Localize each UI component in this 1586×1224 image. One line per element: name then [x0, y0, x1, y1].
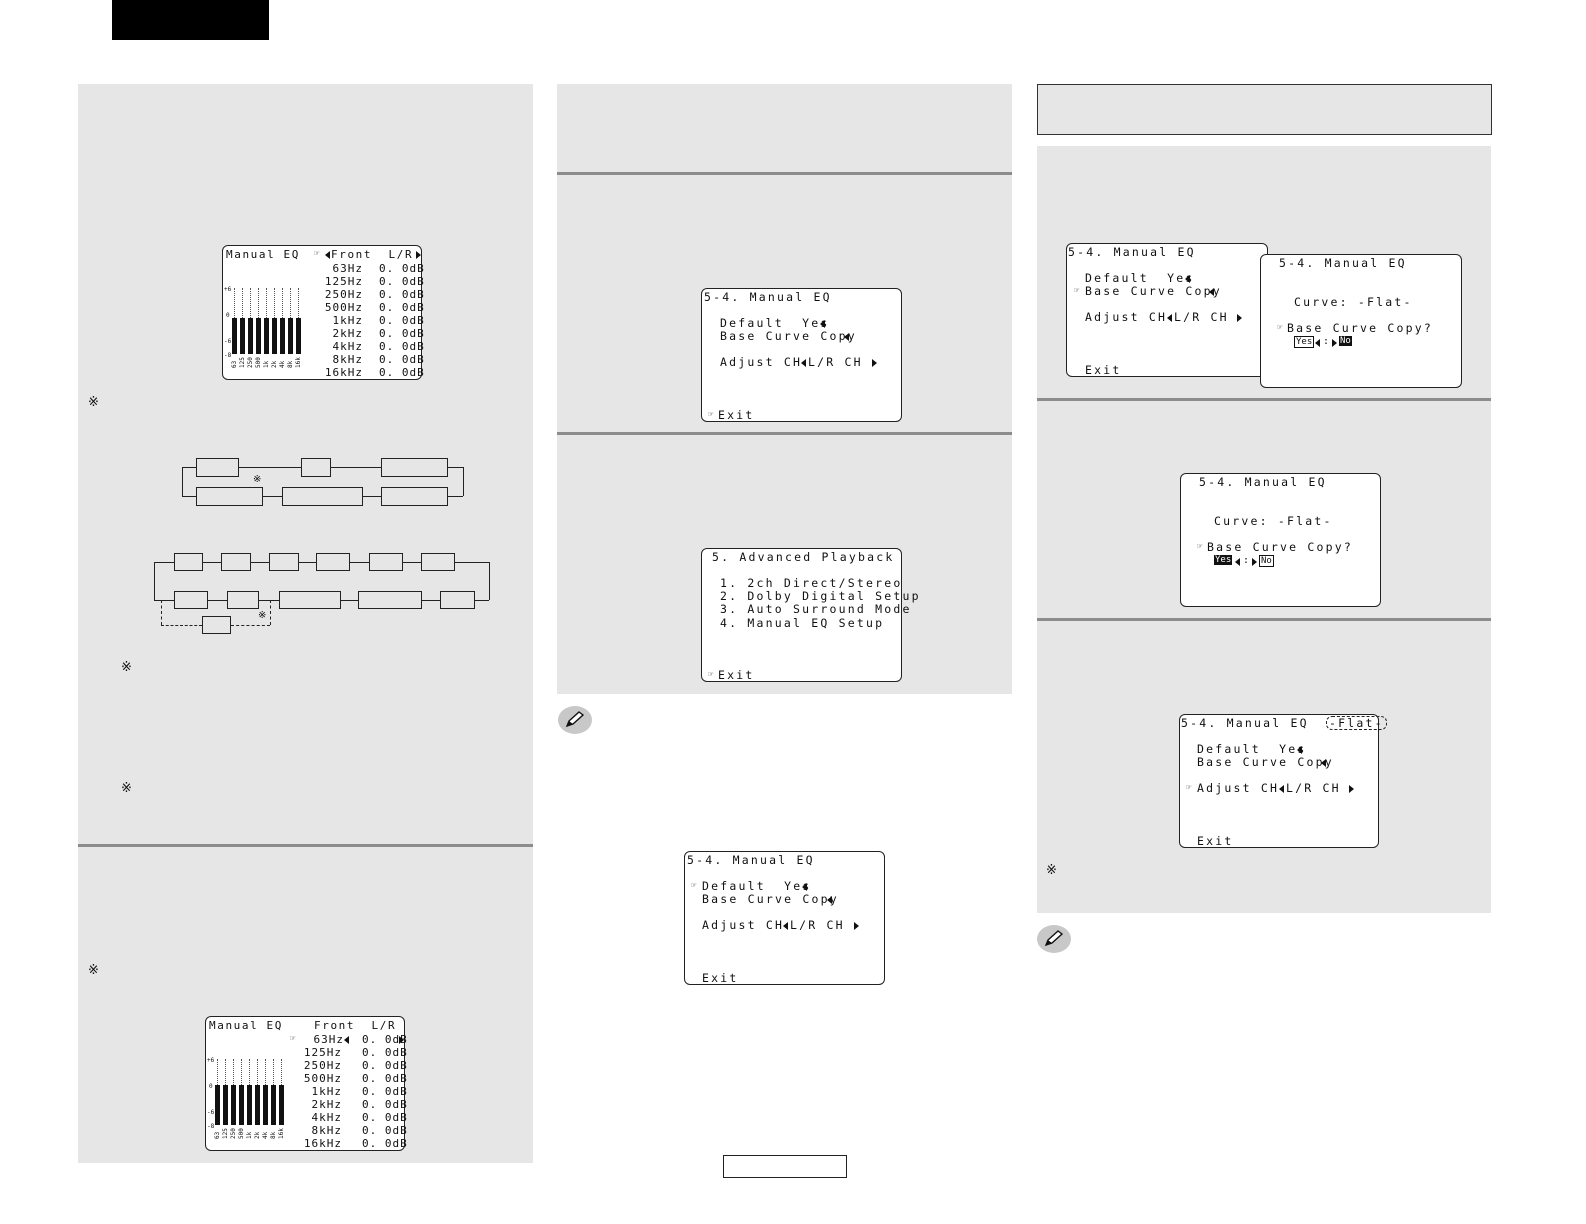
pencil-note-icon: [1037, 925, 1071, 953]
eq-bar-graph: [215, 1059, 287, 1125]
no-option-selected: No: [1339, 336, 1352, 346]
eq-db: 0. 0dB: [379, 366, 425, 379]
page-number-box: [723, 1155, 847, 1178]
hand-cursor-icon: ☞: [1197, 542, 1203, 552]
mid-panel-1: [557, 84, 1012, 172]
osd-channel: Front L/R: [331, 248, 414, 261]
no-option: No: [1259, 555, 1274, 567]
left-arrow-icon: [344, 1036, 349, 1044]
note-mark: ※: [121, 660, 132, 675]
eq-freq: 250Hz: [324, 288, 363, 301]
hand-cursor-icon: ☞: [1277, 323, 1283, 333]
eq-freq: 16kHz: [324, 366, 363, 379]
scale-plus: +6: [224, 286, 232, 293]
left-divider: [78, 844, 533, 847]
osd-manual-eq-default-selected: 5-4. Manual EQ ☞ Default Yes Base Curve …: [684, 851, 885, 985]
eq-freq: 63Hz: [332, 262, 363, 275]
note-mark: ※: [121, 781, 132, 796]
osd-manual-eq-front: Manual EQ ☞ Front L/R 63Hz 0. 0dB 125Hz …: [222, 245, 425, 380]
left-arrow-icon: [325, 251, 330, 259]
hand-cursor-icon: ☞: [290, 1034, 296, 1044]
eq-db: 0. 0dB: [379, 327, 425, 340]
right-arrow-icon: [399, 1036, 404, 1044]
eq-freq: 500Hz: [324, 301, 363, 314]
scale-minus: -6: [224, 338, 232, 345]
pencil-note-icon: [558, 706, 592, 734]
eq-db: 0. 0dB: [379, 353, 425, 366]
osd-manual-eq-exit-selected: 5-4. Manual EQ Default Yes Base Curve Co…: [701, 288, 902, 422]
osd-advanced-playback: 5. Advanced Playback 1. 2ch Direct/Stere…: [701, 548, 919, 682]
curve-tag: -Flat-: [1326, 716, 1387, 730]
note-mark: ※: [1046, 863, 1057, 878]
eq-bar-graph: [232, 288, 304, 354]
scale-bottom: -8: [224, 352, 232, 359]
language-tab: [112, 0, 269, 40]
hand-cursor-icon: ☞: [708, 670, 714, 680]
eq-db: 0. 0dB: [379, 262, 425, 275]
eq-freq: 4kHz: [332, 340, 363, 353]
eq-freq: 2kHz: [332, 327, 363, 340]
hand-cursor-icon: ☞: [314, 249, 320, 259]
note-mark: ※: [88, 963, 99, 978]
eq-db: 0. 0dB: [379, 301, 425, 314]
note-mark: ※: [88, 395, 99, 410]
right-header-box: [1037, 84, 1492, 135]
hand-cursor-icon: ☞: [1186, 783, 1192, 793]
eq-db: 0. 0dB: [379, 314, 425, 327]
osd-confirm-yes: 5-4. Manual EQ Curve: -Flat- ☞ Base Curv…: [1180, 473, 1381, 607]
eq-db: 0. 0dB: [379, 288, 425, 301]
eq-db: 0. 0dB: [379, 340, 425, 353]
osd-title: Manual EQ: [226, 248, 301, 261]
hand-cursor-icon: ☞: [691, 881, 697, 891]
osd-confirm-no: 5-4. Manual EQ Curve: -Flat- ☞ Base Curv…: [1260, 254, 1462, 388]
band-labels: 63 125 250 500 1k 2k 4k 8k 16k: [214, 1128, 285, 1139]
hand-cursor-icon: ☞: [1074, 286, 1080, 296]
yes-option: Yes: [1294, 336, 1315, 348]
eq-freq: 8kHz: [332, 353, 363, 366]
scale-zero: 0: [226, 312, 230, 319]
osd-manual-eq-base-curve-selected: 5-4. Manual EQ Default Yes ☞ Base Curve …: [1066, 243, 1268, 377]
hand-cursor-icon: ☞: [708, 410, 714, 420]
osd-manual-eq-adjust-selected: 5-4. Manual EQ -Flat- Default Yes Base C…: [1179, 714, 1387, 848]
eq-db: 0. 0dB: [379, 275, 425, 288]
yes-option-selected: Yes: [1214, 555, 1233, 565]
band-labels: 63 125 250 500 1k 2k 4k 8k 16k: [231, 357, 302, 368]
eq-freq: 125Hz: [324, 275, 363, 288]
eq-freq: 1kHz: [332, 314, 363, 327]
right-arrow-icon: [416, 251, 421, 259]
osd-manual-eq-63hz: Manual EQ Front L/R ☞ 63Hz 0. 0dB 125Hz …: [205, 1016, 407, 1151]
